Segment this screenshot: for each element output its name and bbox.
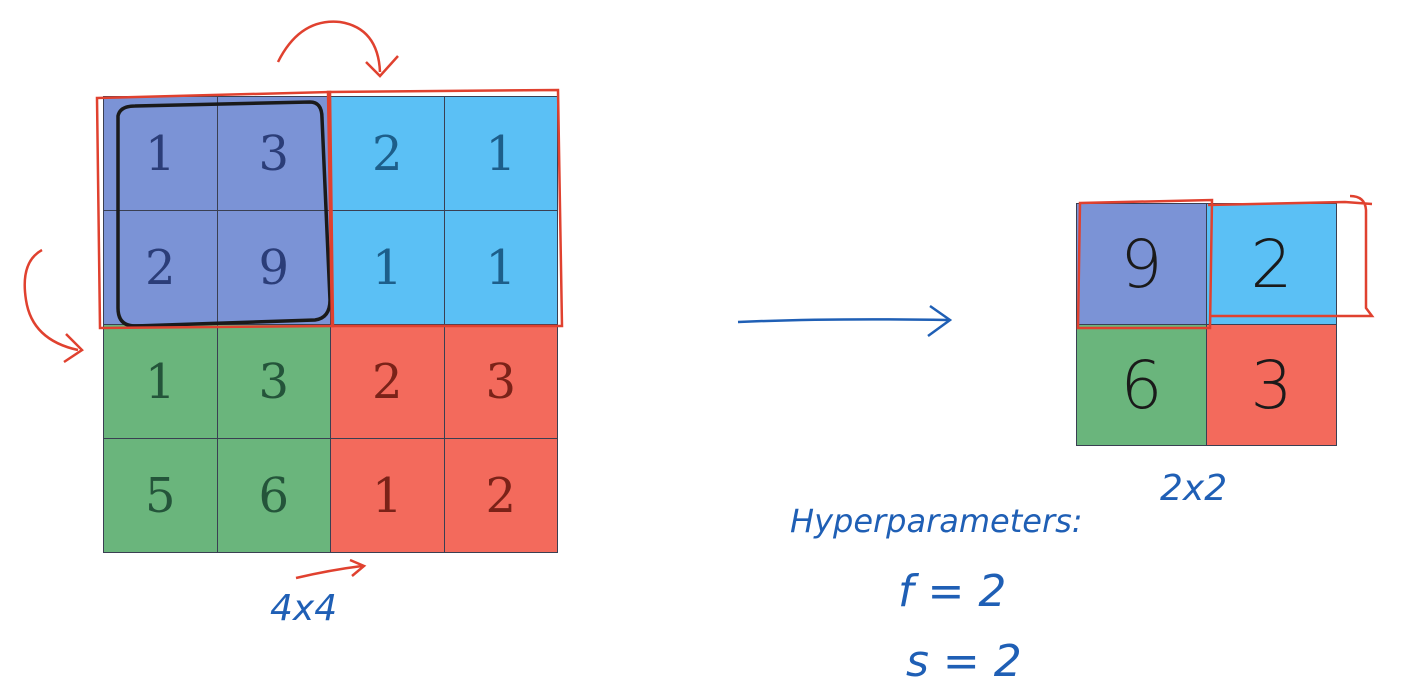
mapping-arrow	[737, 318, 949, 324]
input-cell: 2	[331, 325, 445, 439]
stride-arrow-left	[23, 248, 79, 352]
input-cell: 1	[104, 97, 218, 211]
input-cell: 2	[331, 97, 445, 211]
input-cell: 6	[217, 439, 331, 553]
input-cell: 1	[331, 439, 445, 553]
output-cell: 3	[1207, 325, 1337, 446]
input-cell: 5	[104, 439, 218, 553]
stride-arrow-bottom	[295, 564, 363, 580]
input-cell: 2	[444, 439, 558, 553]
filter-size-label: f = 2	[898, 566, 1007, 617]
input-cell: 1	[331, 211, 445, 325]
input-cell: 3	[444, 325, 558, 439]
input-size-label: 4x4	[270, 588, 338, 629]
input-cell: 3	[217, 97, 331, 211]
input-cell: 9	[217, 211, 331, 325]
output-cell: 2	[1207, 204, 1337, 325]
hyperparameters-label: Hyperparameters:	[790, 502, 1083, 540]
output-cell: 9	[1077, 204, 1207, 325]
stride-label: s = 2	[906, 636, 1022, 687]
output-size-label: 2x2	[1160, 468, 1228, 509]
input-cell: 1	[444, 97, 558, 211]
stride-arrow-top	[276, 20, 382, 73]
input-cell: 2	[104, 211, 218, 325]
input-cell: 3	[217, 325, 331, 439]
input-cell: 1	[104, 325, 218, 439]
input-cell: 1	[444, 211, 558, 325]
output-cell: 6	[1077, 325, 1207, 446]
